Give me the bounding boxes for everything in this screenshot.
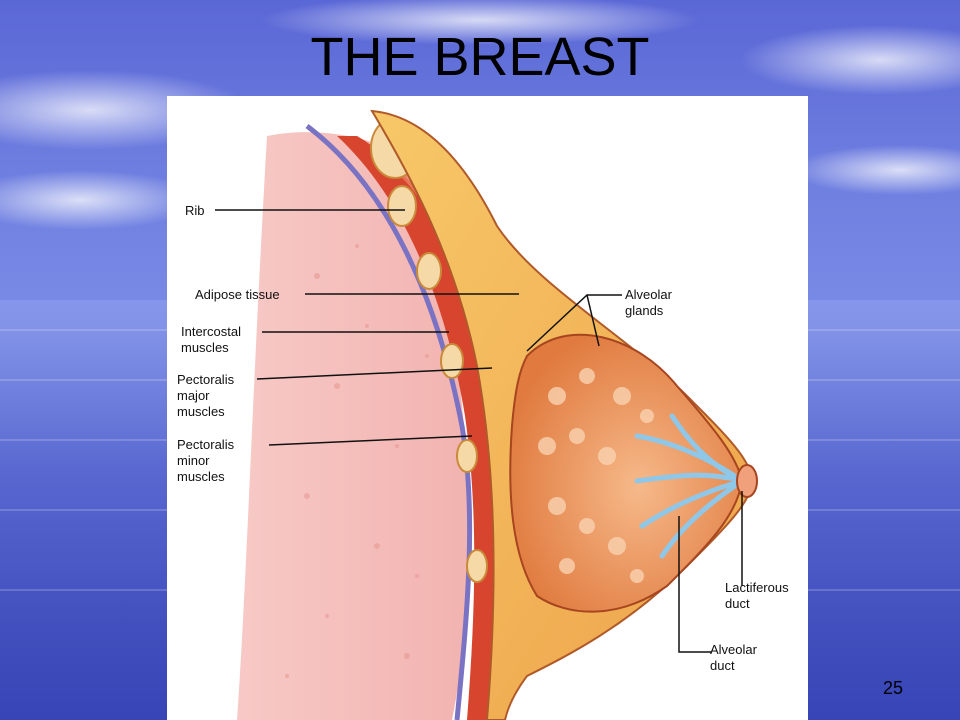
breast-diagram-panel: Rib Adipose tissue Intercostal muscles P… (167, 96, 808, 720)
label-pectoralis-minor-muscles: Pectoralis minor muscles (177, 437, 238, 484)
chest-wall (237, 132, 472, 720)
leader-lines (215, 209, 743, 653)
pleura-line (305, 124, 473, 720)
label-alveolar-duct: Alveolar duct (710, 642, 761, 673)
label-intercostal-muscles: Intercostal muscles (181, 324, 245, 355)
label-rib: Rib (185, 203, 205, 218)
nipple (736, 464, 758, 498)
right-labels: Alveolar glands Lactiferous duct Alveola… (625, 287, 792, 673)
breast-anatomy-illustration: Rib Adipose tissue Intercostal muscles P… (177, 109, 792, 720)
lactiferous-ducts (634, 413, 745, 559)
label-adipose-tissue: Adipose tissue (195, 287, 280, 302)
label-lactiferous-duct: Lactiferous duct (725, 580, 792, 611)
label-pectoralis-major-muscles: Pectoralis major muscles (177, 372, 238, 419)
left-labels: Rib Adipose tissue Intercostal muscles P… (177, 203, 280, 484)
gland-lobules (538, 368, 654, 583)
slide-page-number: 25 (882, 678, 904, 698)
glandular-tissue (509, 333, 744, 613)
chest-texture (285, 244, 429, 678)
slide-title: THE BREAST (310, 27, 650, 87)
label-alveolar-glands: Alveolar glands (625, 287, 676, 318)
